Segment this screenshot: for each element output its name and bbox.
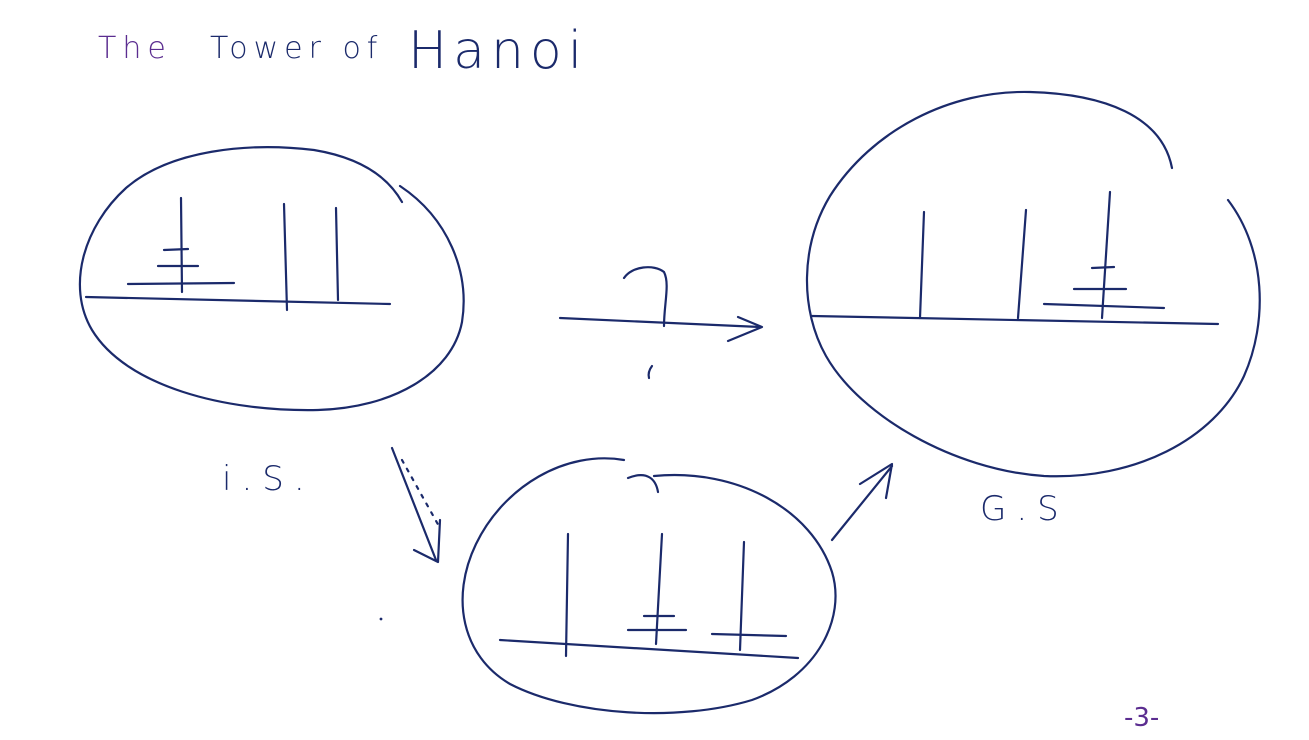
goal-state-bubble: G.S <box>805 90 1261 529</box>
initial-state-label: i.S. <box>222 459 315 499</box>
goal-state-label: G.S <box>980 489 1069 529</box>
up-arrow <box>830 462 894 542</box>
title-prefix: The <box>98 31 172 66</box>
initial-state-outline <box>78 146 465 412</box>
intermediate-state-base <box>498 638 800 660</box>
goal-state-base <box>810 314 1220 326</box>
intermediate-state-peg-1 <box>564 532 570 658</box>
intermediate-state-bubble <box>461 457 837 715</box>
direct-arrow-shaft <box>558 316 762 329</box>
direct-arrow-head <box>726 315 764 343</box>
initial-state-peg-2 <box>282 202 289 312</box>
goal-state-peg-3 <box>1100 190 1112 320</box>
direct-arrow <box>558 266 764 380</box>
intermediate-state-peg-2 <box>654 532 664 646</box>
question-mark-dot <box>647 364 654 380</box>
initial-state-disk-small <box>162 247 190 252</box>
page-number: -3- <box>1124 703 1159 733</box>
down-arrow-shaft <box>390 446 438 562</box>
down-arrow <box>390 446 442 564</box>
title-main: Tower of <box>210 31 383 66</box>
up-arrow-shaft <box>830 464 894 542</box>
goal-state-peg-1 <box>918 210 926 320</box>
intermediate-state-disk-large <box>710 632 788 638</box>
initial-state-bubble: i.S. <box>78 146 465 499</box>
goal-state-disk-large <box>1042 302 1166 310</box>
goal-state-peg-2 <box>1016 208 1028 320</box>
initial-state-peg-1 <box>179 196 184 294</box>
down-arrow-dots <box>400 458 442 530</box>
intermediate-state-peg-3 <box>738 540 746 652</box>
goal-state-outline-top <box>805 90 1261 478</box>
title: The Tower of Hanoi <box>98 21 588 81</box>
up-arrow-head <box>858 462 894 500</box>
title-emphasis: Hanoi <box>408 21 588 81</box>
initial-state-peg-3 <box>334 206 340 302</box>
initial-state-disk-large <box>126 281 236 286</box>
down-arrow-head <box>412 518 442 564</box>
stray-dot <box>379 617 383 621</box>
intermediate-state-outline <box>461 457 837 715</box>
question-mark-hook <box>622 266 668 328</box>
goal-state-disk-small <box>1090 265 1116 270</box>
initial-state-base <box>84 295 392 306</box>
